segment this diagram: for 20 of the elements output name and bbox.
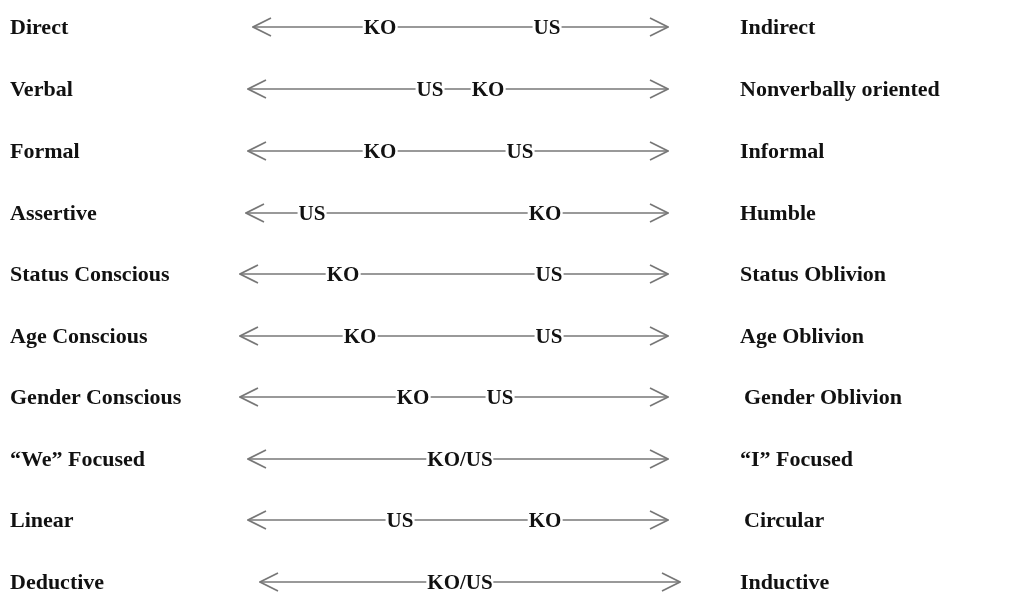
scale-right-pole-label: Status Oblivion bbox=[740, 260, 887, 288]
scale-left-pole-label: “We” Focused bbox=[10, 445, 146, 473]
scale-left-pole-label: Formal bbox=[10, 137, 80, 165]
scale-left-pole-label: Direct bbox=[10, 13, 69, 41]
scale-right-pole-label: Informal bbox=[740, 137, 825, 165]
scale-left-pole-label: Verbal bbox=[10, 75, 73, 103]
scale-left-pole-label: Gender Conscious bbox=[10, 383, 182, 411]
scale-right-pole-label: “I” Focused bbox=[740, 445, 854, 473]
scale-right-pole-label: Age Oblivion bbox=[740, 322, 865, 350]
scale-left-pole-label: Assertive bbox=[10, 199, 97, 227]
scale-left-pole-label: Age Conscious bbox=[10, 322, 148, 350]
scale-right-pole-label: Inductive bbox=[740, 568, 830, 593]
scale-right-pole-label: Nonverbally oriented bbox=[740, 75, 940, 103]
scale-left-pole-label: Deductive bbox=[10, 568, 105, 593]
scale-left-pole-label: Linear bbox=[10, 506, 74, 534]
scale-right-pole-label: Gender Oblivion bbox=[744, 383, 902, 411]
scale-right-pole-label: Humble bbox=[740, 199, 816, 227]
scale-right-pole-label: Circular bbox=[744, 506, 825, 534]
scale-left-pole-label: Status Conscious bbox=[10, 260, 170, 288]
scale-right-pole-label: Indirect bbox=[740, 13, 816, 41]
